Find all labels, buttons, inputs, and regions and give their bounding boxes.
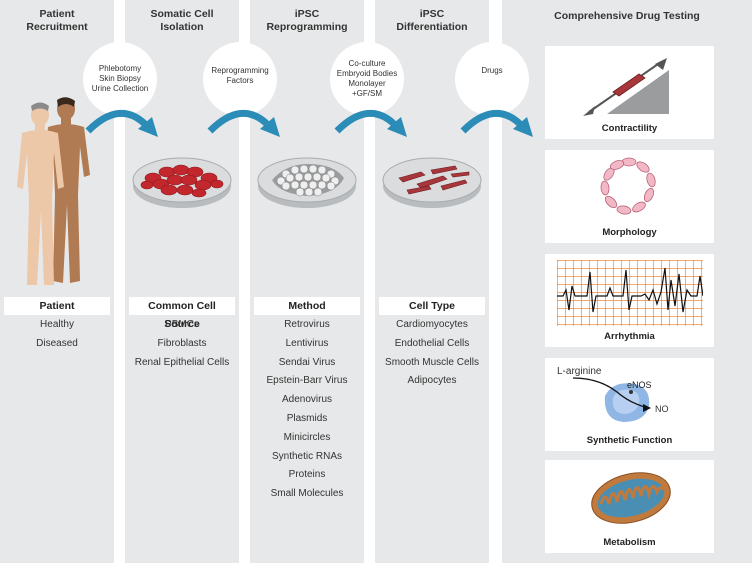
list-patient: Healthy Diseased [0, 316, 114, 354]
label-box-cell-type: Cell Type [379, 297, 485, 315]
label-box-cell-source: Common Cell Source [129, 297, 235, 330]
contractility-icon [583, 58, 669, 116]
panel-label: Arrhythmia [604, 331, 655, 342]
dish-somatic-cells [132, 157, 232, 208]
list-cell-source: PBMCs Fibroblasts Renal Epithelial Cells [125, 316, 239, 372]
panel-label: Synthetic Function [586, 435, 673, 446]
label-box-patient: Patient [4, 297, 110, 315]
list-cell-type: Cardiomyocytes Endothelial Cells Smooth … [375, 316, 489, 391]
list-item: Proteins [288, 469, 326, 481]
curved-arrow-icon [460, 109, 533, 137]
list-item: Lentivirus [285, 337, 329, 349]
list-item: Renal Epithelial Cells [134, 356, 230, 368]
patient-figures [17, 97, 90, 285]
mitochondrion-icon [591, 472, 671, 524]
list-item: Healthy [40, 319, 74, 330]
bubble-drugs: Drugs [455, 42, 529, 116]
list-item: Minicircles [283, 431, 331, 443]
panel-morphology: Morphology [545, 150, 714, 243]
column-title: Comprehensive Drug Testing [554, 10, 700, 22]
arrhythmia-ecg-icon [557, 260, 703, 326]
curved-arrow-icon [334, 109, 407, 137]
morphology-icon [600, 157, 656, 215]
list-item: Retrovirus [284, 319, 330, 330]
panel-label: Metabolism [603, 537, 656, 548]
list-item: Cardiomyocytes [396, 319, 468, 330]
panel-label: Morphology [602, 227, 657, 238]
product-label: NO [655, 404, 669, 414]
panel-label: Contractility [601, 123, 658, 134]
panel-contractility: Contractility [545, 46, 714, 139]
dish-ipsc-colony [257, 157, 357, 208]
list-item: Synthetic RNAs [271, 450, 343, 462]
list-item: Fibroblasts [157, 337, 207, 349]
curved-arrow-icon [207, 109, 280, 137]
list-item: Diseased [36, 337, 78, 349]
list-item: Epstein-Barr Virus [266, 375, 348, 387]
list-item: Plasmids [286, 412, 328, 424]
list-item: Sendai Virus [278, 356, 336, 368]
panel-synthetic-function: L-arginine eNOS NO Synthetic Function [545, 358, 714, 451]
panel-metabolism: Metabolism [545, 460, 714, 553]
list-item: PBMCs [165, 319, 199, 330]
label-box-method: Method [254, 297, 360, 315]
list-method: Retrovirus Lentivirus Sendai Virus Epste… [250, 316, 364, 504]
panel-arrhythmia: Arrhythmia [545, 254, 714, 347]
list-item: Adipocytes [407, 375, 457, 387]
list-item: Smooth Muscle Cells [385, 356, 479, 368]
substrate-label: L-arginine [557, 366, 602, 377]
enzyme-reaction-icon: L-arginine eNOS NO [557, 366, 669, 422]
dish-differentiated-cells [382, 157, 482, 208]
list-item: Endothelial Cells [394, 337, 470, 349]
curved-arrow-icon [85, 109, 158, 137]
list-item: Small Molecules [270, 488, 344, 500]
list-item: Adenovirus [281, 394, 333, 406]
enzyme-label: eNOS [627, 380, 652, 390]
